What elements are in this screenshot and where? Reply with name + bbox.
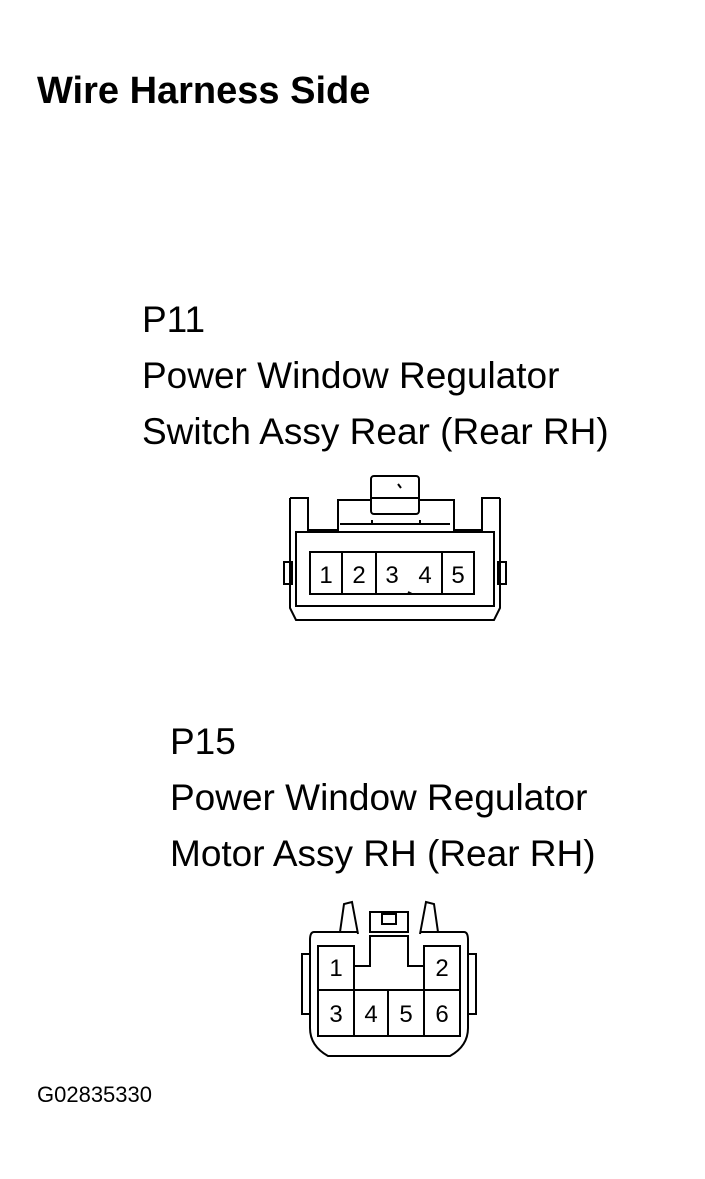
connector-name-line: Power Window Regulator: [142, 355, 560, 396]
connector-name-line: Power Window Regulator: [170, 777, 588, 818]
pin-label: 5: [399, 1001, 412, 1028]
pin-label: 6: [435, 1001, 448, 1028]
connector-code: P15: [170, 721, 236, 762]
pin-label: 5: [451, 562, 464, 589]
pin-label: 4: [418, 562, 431, 589]
connector-p11-diagram: 1 2 3 4 5: [283, 475, 507, 621]
connector-name-line: Motor Assy RH (Rear RH): [170, 833, 596, 874]
pin-label: 2: [352, 562, 365, 589]
connector-p15-label: P15 Power Window Regulator Motor Assy RH…: [170, 714, 596, 882]
pin-cavity: [309, 551, 475, 595]
pin-label: 1: [319, 562, 332, 589]
lock-outline: [369, 911, 409, 933]
pin-label: 3: [385, 562, 398, 589]
latch-outline: [370, 475, 420, 515]
pin-label: 4: [364, 1001, 377, 1028]
pin-label: 1: [329, 955, 342, 982]
figure-id: G02835330: [37, 1082, 152, 1107]
pin-label: 2: [435, 955, 448, 982]
connector-name-line: Switch Assy Rear (Rear RH): [142, 411, 609, 452]
connector-p11-label: P11 Power Window Regulator Switch Assy R…: [142, 292, 609, 460]
connector-code: P11: [142, 299, 206, 340]
pin-label: 3: [329, 1001, 342, 1028]
diagram-title: Wire Harness Side: [37, 70, 371, 112]
connector-p15-diagram: 1 2 3 4 5 6: [301, 900, 477, 1057]
